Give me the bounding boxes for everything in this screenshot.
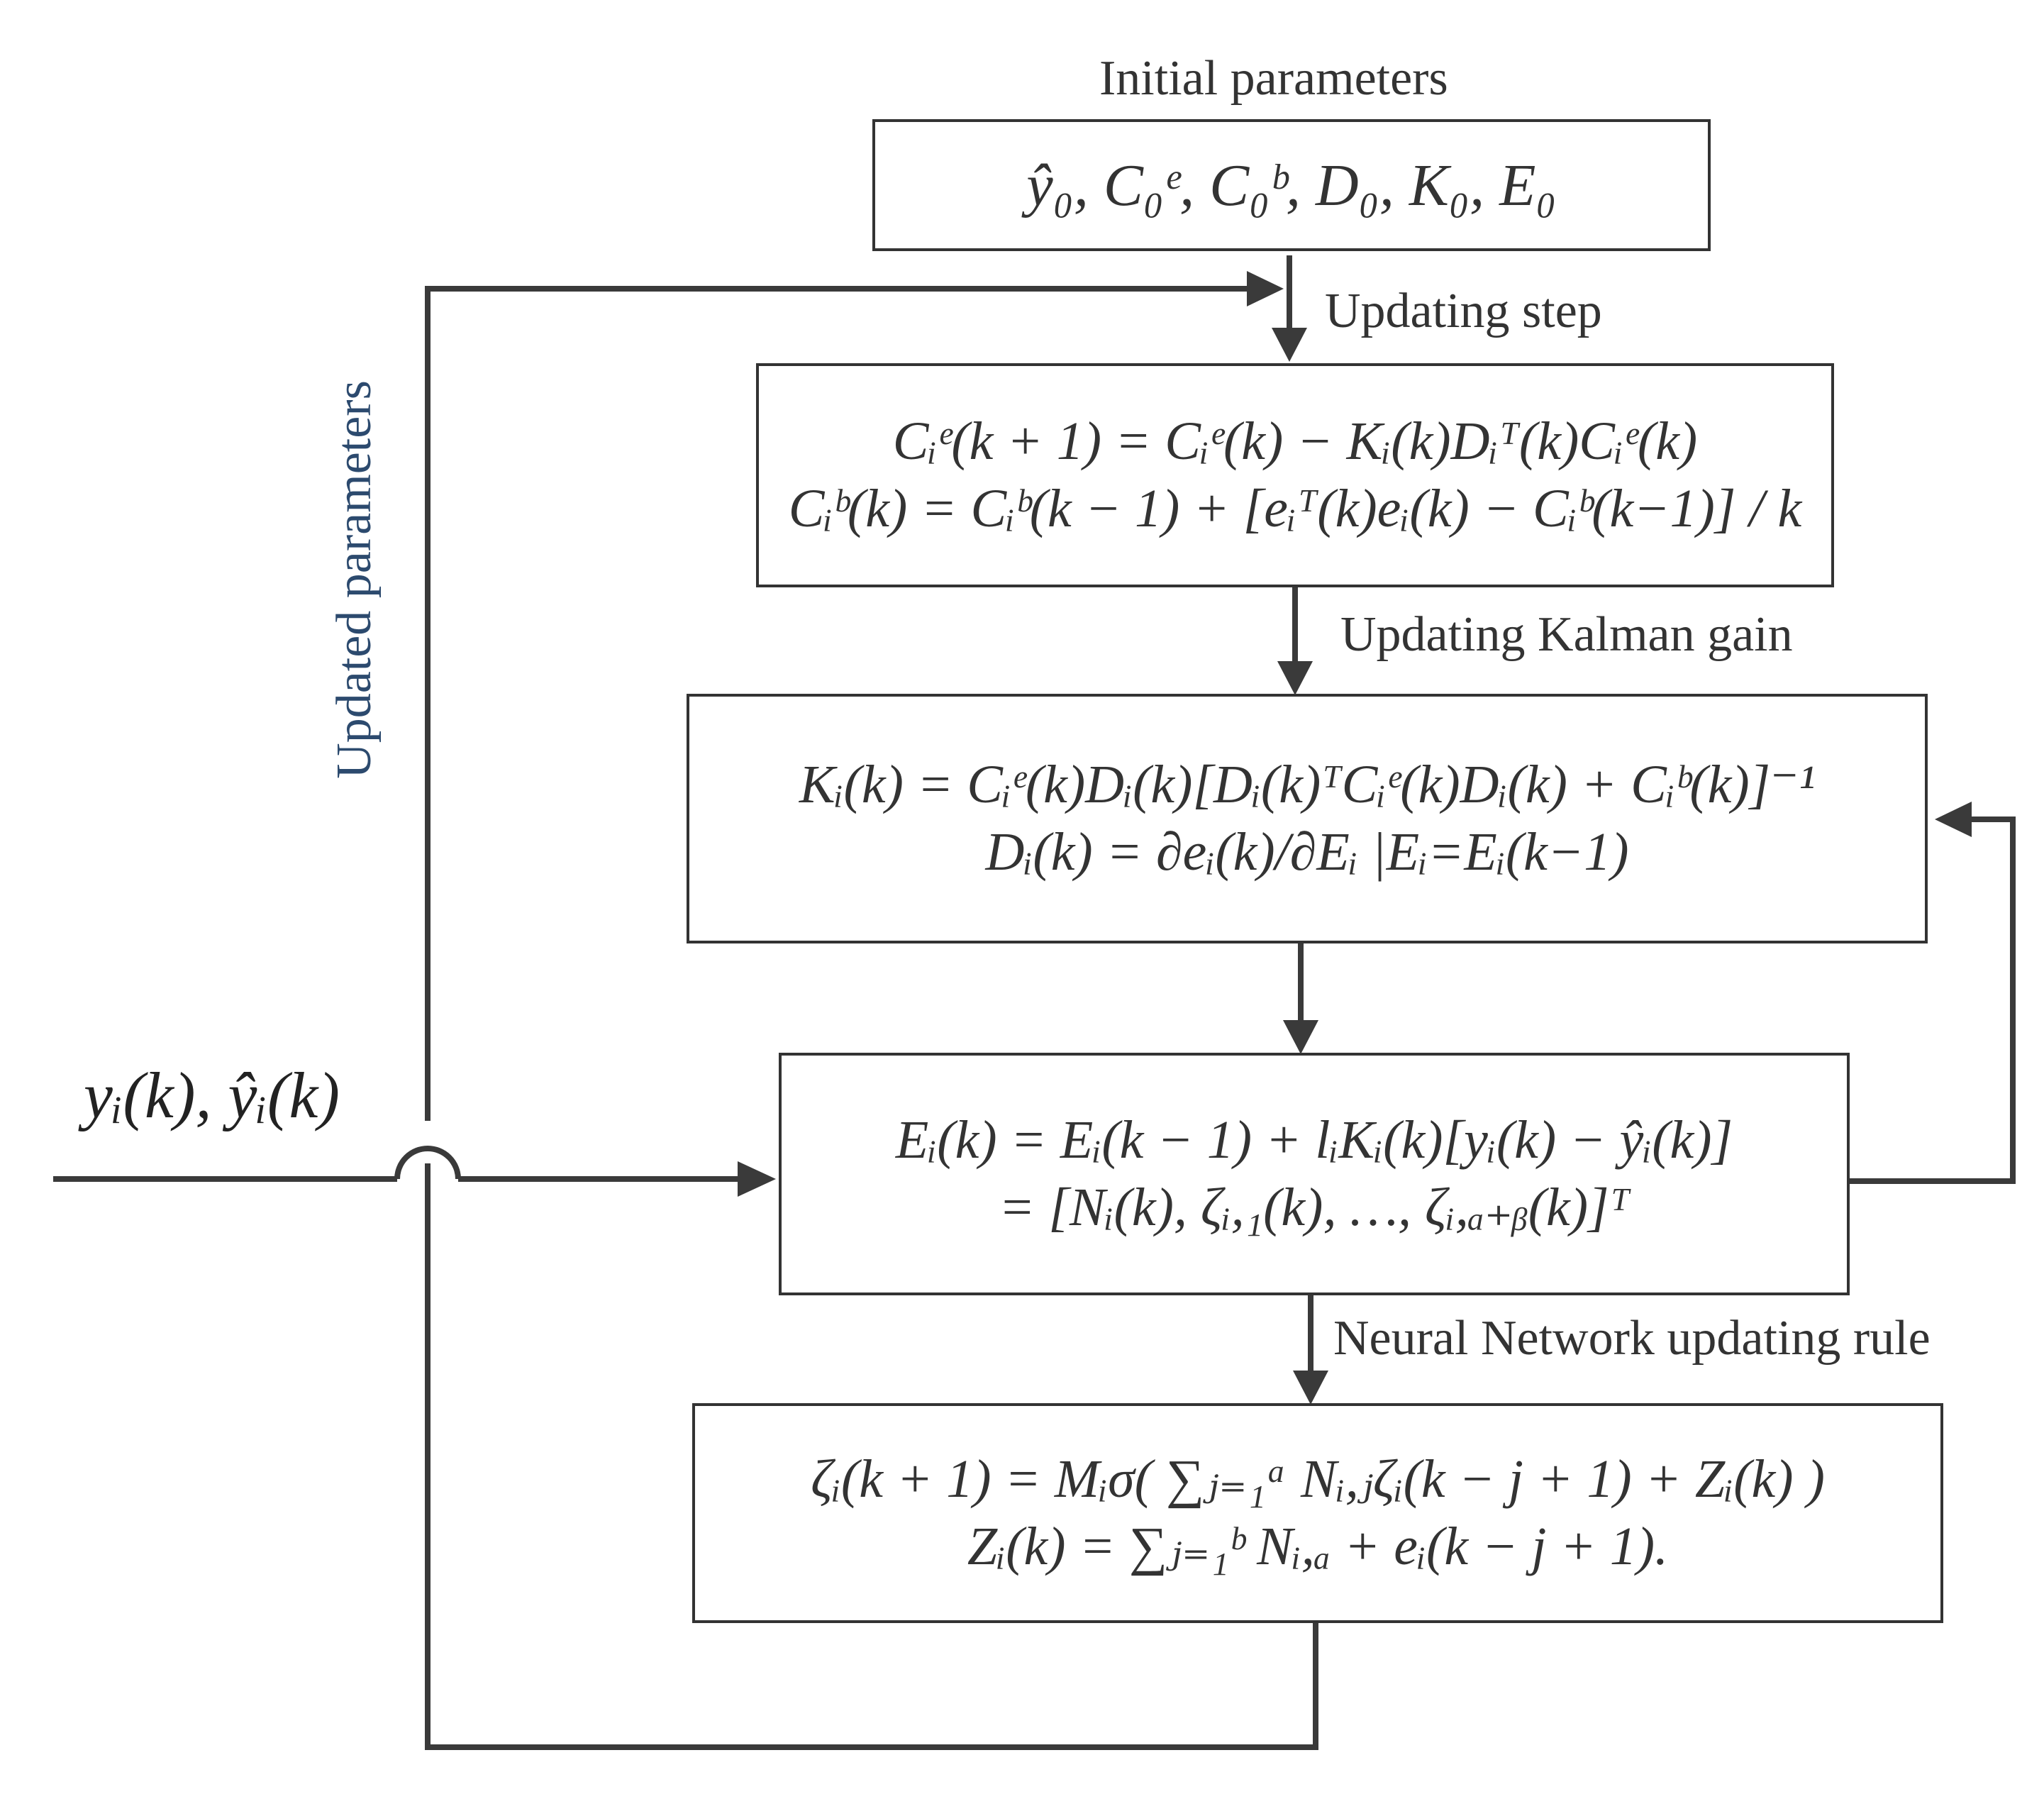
arrowhead-feedback-into-step (1247, 271, 1284, 306)
arrowhead-state-to-nn (1293, 1371, 1328, 1405)
state-equation-2: = [Nᵢ(k), ζᵢ,₁(k), …, ζᵢ,ₐ₊ᵦ(k)]ᵀ (998, 1178, 1631, 1237)
arrowhead-into-kalman (1935, 802, 1972, 837)
update-equation-1: Cᵢᵉ(k + 1) = Cᵢᵉ(k) − Kᵢ(k)Dᵢᵀ(k)Cᵢᵉ(k) (892, 411, 1698, 471)
input-variables-label: yᵢ(k), ŷᵢ(k) (84, 1059, 340, 1131)
initial-parameters-box: ŷ₀, C₀ᵉ, C₀ᵇ, D₀, K₀, E₀ (872, 119, 1711, 251)
state-update-box: Eᵢ(k) = Eᵢ(k − 1) + lᵢKᵢ(k)[yᵢ(k) − ŷᵢ(k… (779, 1053, 1850, 1295)
update-equation-2: Cᵢᵇ(k) = Cᵢᵇ(k − 1) + [eᵢᵀ(k)eᵢ(k) − Cᵢᵇ… (788, 479, 1802, 538)
neural-network-box: ζᵢ(k + 1) = Mᵢσ( ∑ⱼ₌₁ᵃ Nᵢ,ⱼζᵢ(k − j + 1)… (692, 1403, 1943, 1623)
arrowhead-update-to-kalman (1277, 661, 1313, 695)
kalman-equation-2: Dᵢ(k) = ∂eᵢ(k)/∂Eᵢ |Eᵢ=Eᵢ(k−1) (985, 822, 1629, 882)
arrowhead-input-to-state (738, 1161, 776, 1197)
feedback-loop-line-upper (425, 286, 1247, 1121)
state-equation-1: Eᵢ(k) = Eᵢ(k − 1) + lᵢKᵢ(k)[yᵢ(k) − ŷᵢ(k… (895, 1110, 1733, 1170)
nn-equation-1: ζᵢ(k + 1) = Mᵢσ( ∑ⱼ₌₁ᵃ Nᵢ,ⱼζᵢ(k − j + 1)… (811, 1449, 1825, 1509)
initial-parameters-label: Initial parameters (1099, 51, 1448, 106)
updating-step-label: Updating step (1325, 284, 1602, 338)
nn-equation-2: Zᵢ(k) = ∑ⱼ₌₁ᵇ Nᵢ,ₐ + eᵢ(k − j + 1). (967, 1517, 1669, 1576)
neural-network-rule-label: Neural Network updating rule (1333, 1311, 1931, 1366)
kalman-gain-box: Kᵢ(k) = Cᵢᵉ(k)Dᵢ(k)[Dᵢ(k)ᵀCᵢᵉ(k)Dᵢ(k) + … (687, 694, 1928, 943)
feedback-loop-line (425, 1163, 1318, 1750)
kalman-equation-1: Kᵢ(k) = Cᵢᵉ(k)Dᵢ(k)[Dᵢ(k)ᵀCᵢᵉ(k)Dᵢ(k) + … (799, 755, 1816, 814)
input-line-hop (394, 1146, 461, 1180)
initial-parameters-text: ŷ₀, C₀ᵉ, C₀ᵇ, D₀, K₀, E₀ (1026, 152, 1557, 218)
arrowhead-initial-to-update (1272, 328, 1307, 362)
loop-state-to-kalman (1850, 817, 2016, 1184)
updating-kalman-gain-label: Updating Kalman gain (1340, 607, 1793, 662)
updated-parameters-label: Updated parameters (327, 380, 382, 779)
arrowhead-kalman-to-state (1283, 1020, 1318, 1054)
updating-step-box: Cᵢᵉ(k + 1) = Cᵢᵉ(k) − Kᵢ(k)Dᵢᵀ(k)Cᵢᵉ(k) … (756, 363, 1834, 587)
